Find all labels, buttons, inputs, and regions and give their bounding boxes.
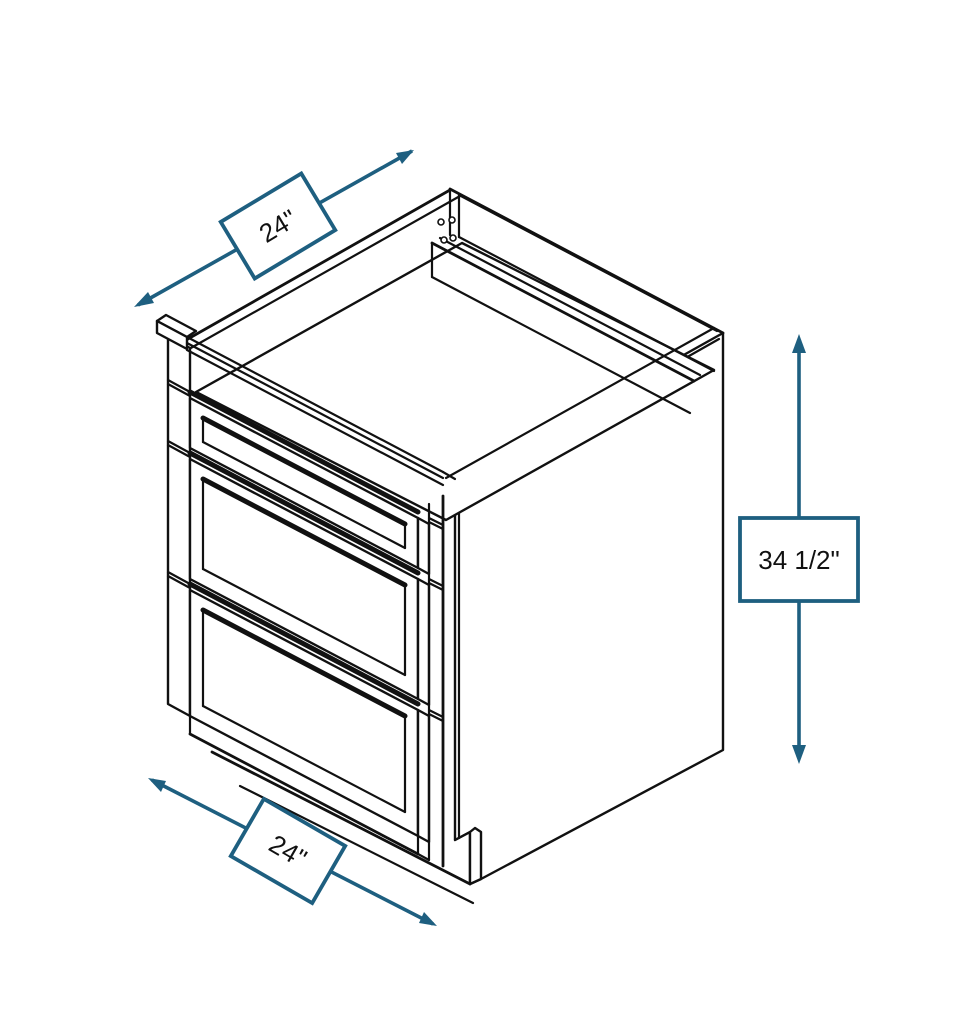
back-panel bbox=[437, 187, 725, 373]
height-label: 34 1/2" bbox=[758, 545, 840, 575]
screw-hole bbox=[437, 218, 445, 226]
arrowhead-icon bbox=[792, 745, 806, 764]
right-stile-joints bbox=[427, 516, 445, 723]
drawer-front-3 bbox=[188, 588, 431, 844]
drawer2-panel-shadow bbox=[200, 476, 408, 588]
screw-hole bbox=[449, 234, 457, 242]
cabinet-top-interior bbox=[170, 187, 725, 522]
drawer2-right-end bbox=[416, 577, 431, 707]
toe-kick-end-cap bbox=[468, 826, 483, 886]
dimension-depth: 24" bbox=[134, 149, 414, 307]
right-inner-rim-line bbox=[444, 326, 716, 480]
screw-hole bbox=[448, 216, 456, 224]
rail-gap-shadow bbox=[187, 389, 421, 515]
bottom-deck-band bbox=[188, 714, 431, 862]
drawer-gap-1 bbox=[187, 450, 421, 576]
cabinet-front-face bbox=[155, 313, 457, 868]
arrowhead-icon bbox=[792, 334, 806, 353]
top-rail-molding bbox=[155, 313, 457, 487]
arrowhead-icon bbox=[134, 292, 154, 307]
height-label-box bbox=[738, 516, 860, 603]
left-rim-outer-line bbox=[170, 188, 452, 350]
dimension-width: 24" bbox=[148, 778, 437, 926]
left-band-joints bbox=[166, 378, 192, 590]
drawer3-right-end bbox=[416, 708, 431, 844]
arrowhead-icon bbox=[419, 912, 437, 926]
drawer1-panel-shadow bbox=[200, 415, 408, 527]
drawer3-panel-shadow bbox=[200, 607, 408, 719]
arrowhead-icon bbox=[148, 778, 166, 792]
depth-label-box bbox=[218, 170, 338, 282]
left-rim-inner-line bbox=[180, 194, 462, 355]
width-label-box bbox=[228, 796, 348, 906]
drawer-gap-2 bbox=[187, 581, 421, 707]
drawer-front-2 bbox=[188, 457, 431, 707]
screw-hole bbox=[440, 236, 448, 244]
drawer1-right-end bbox=[416, 516, 431, 576]
toe-kick-bottom-edge bbox=[210, 750, 472, 886]
notch-top-edge bbox=[453, 830, 472, 842]
right-stile bbox=[427, 494, 445, 868]
drawer-front-1 bbox=[188, 396, 431, 576]
arrowhead-icon bbox=[396, 150, 414, 164]
hanging-rail bbox=[430, 236, 702, 415]
dimension-height: 34 1/2" bbox=[738, 334, 860, 764]
